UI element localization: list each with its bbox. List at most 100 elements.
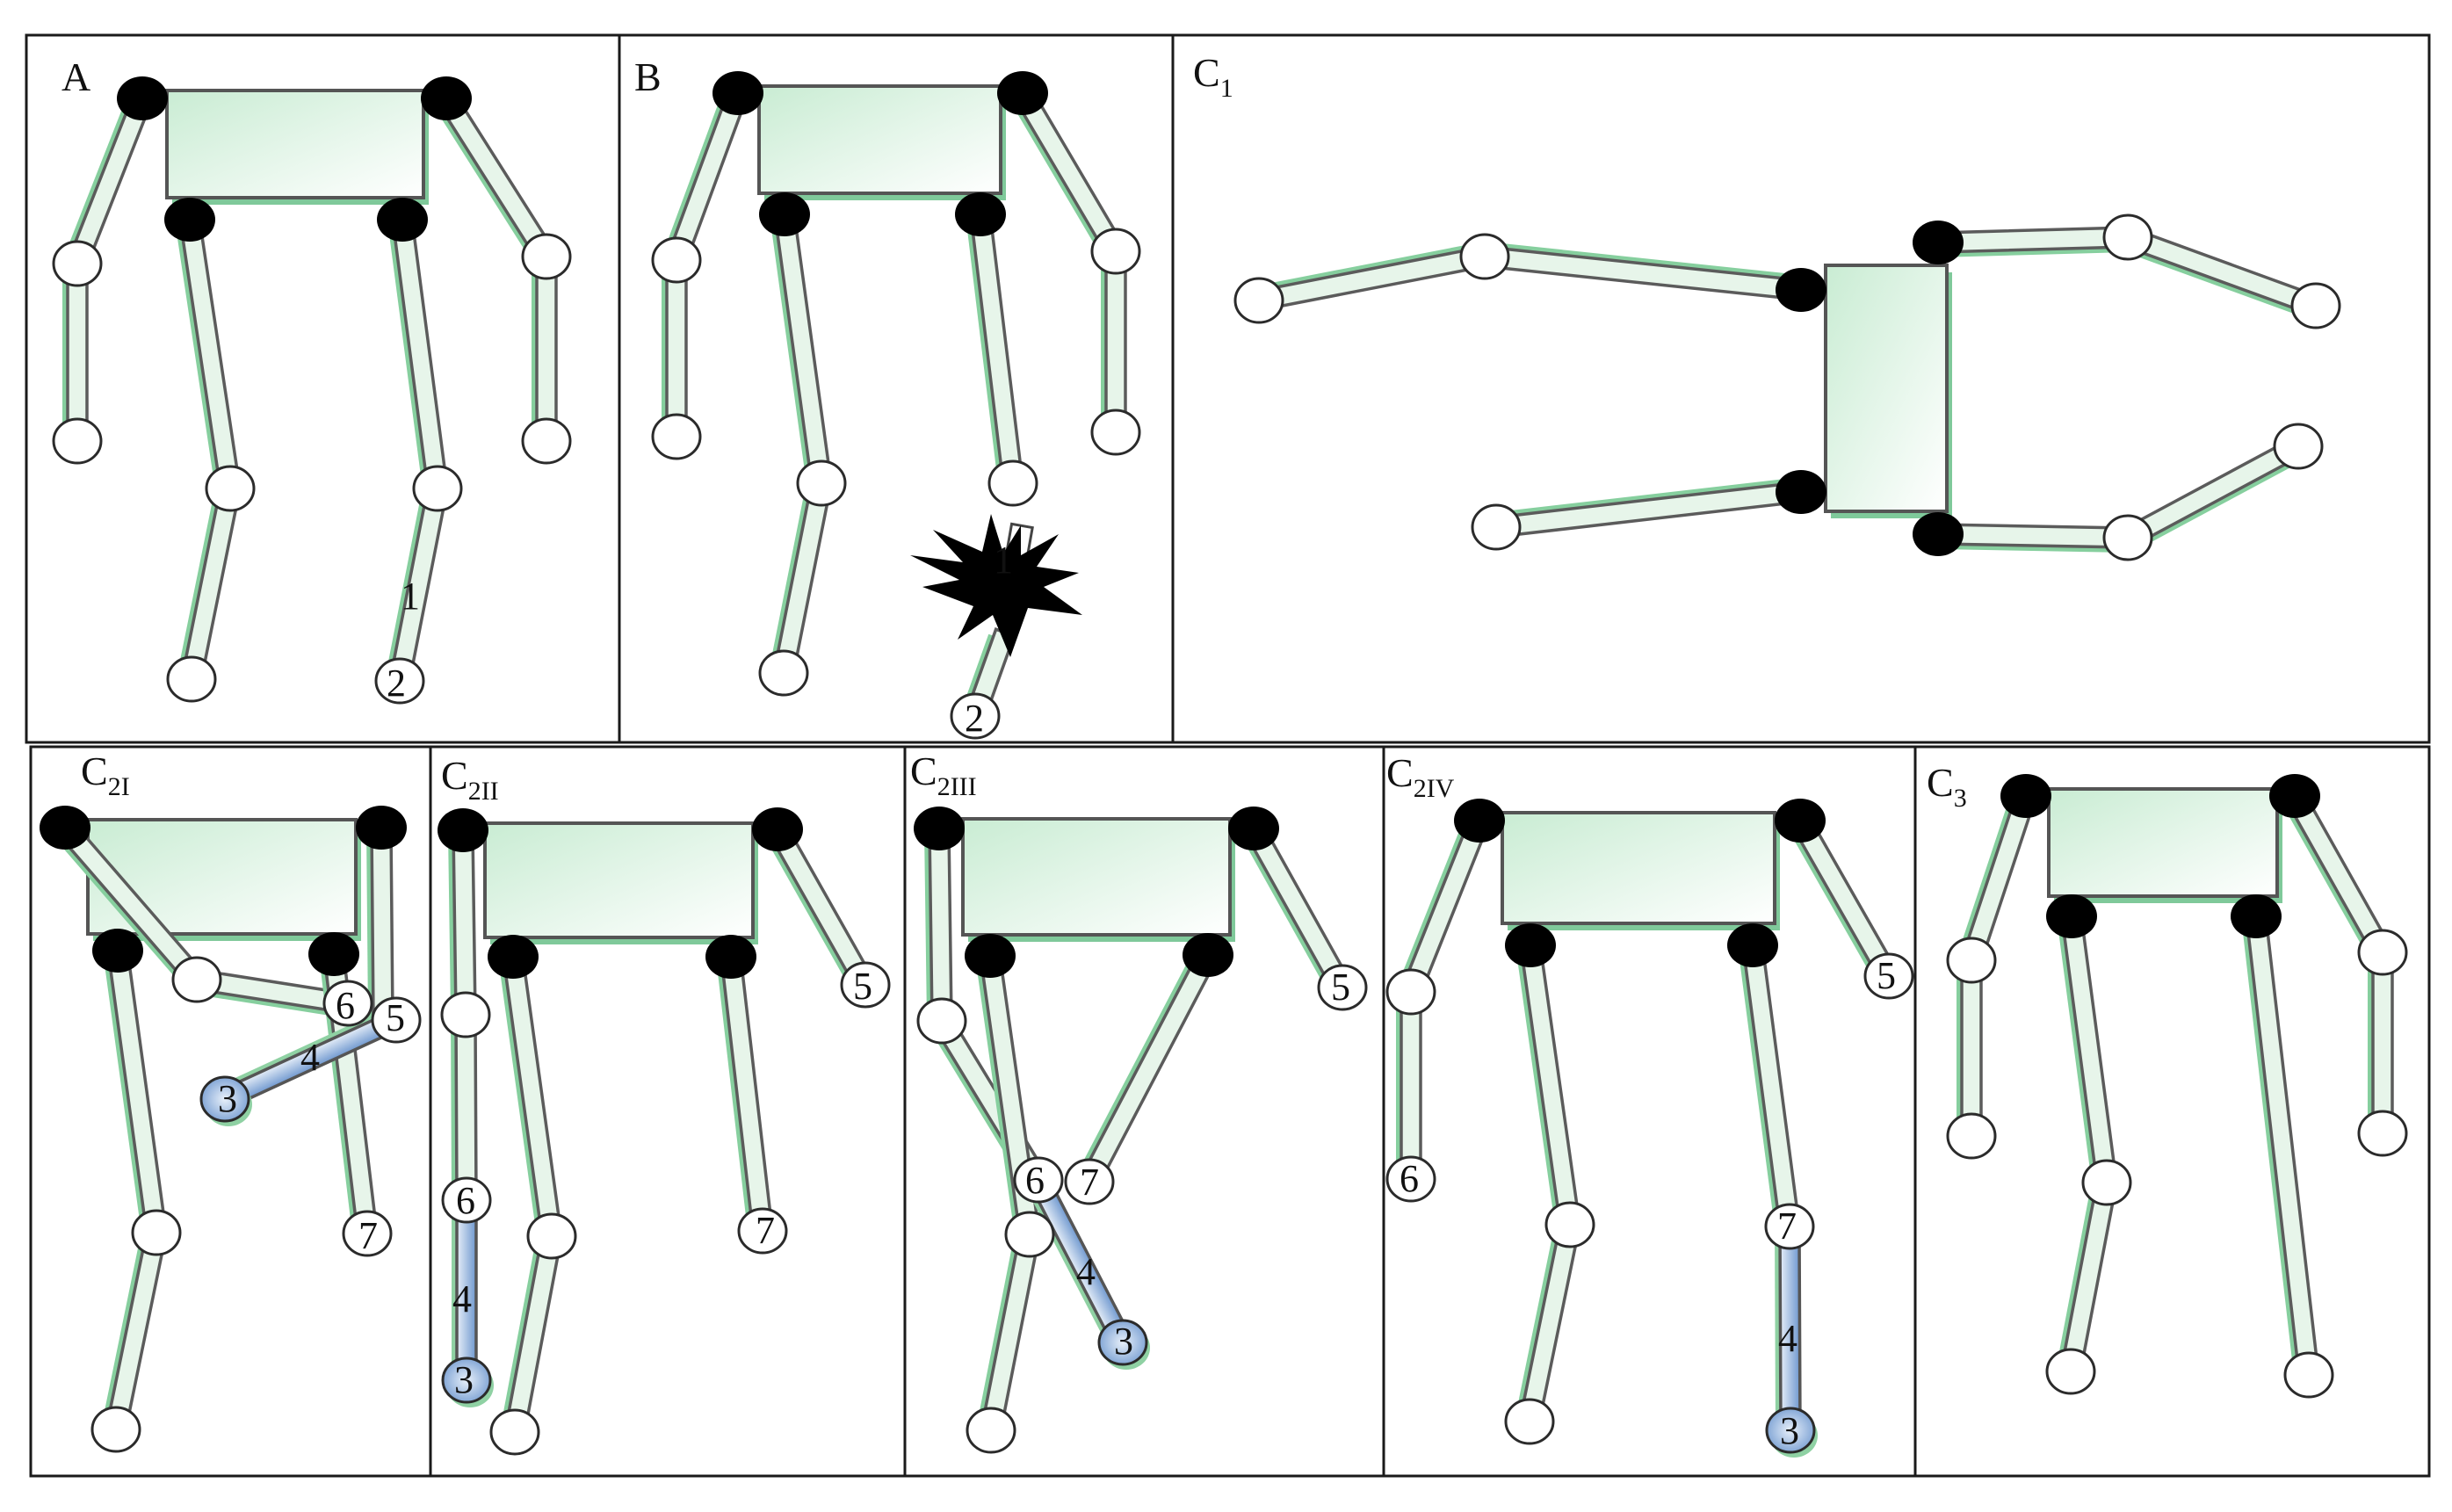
c2ii-right-shoulder [752,807,803,851]
c2ii-right-thigh [717,953,774,1240]
c2ii-left-elbow [440,991,491,1038]
c2iv-left-thigh [1516,942,1581,1234]
c3-right-elbow [2357,929,2408,976]
c3-right-shoulder [2269,774,2320,818]
c3-right-hip [2231,894,2282,938]
c2i-joint-5-label: 5 [386,996,405,1039]
c1-joint-black-3 [1913,221,1964,264]
c2i-right-shoulder [356,806,407,850]
a-left-shoulder [117,76,168,120]
c1-hand-1 [1233,277,1284,324]
c2ii-right-hip [705,935,756,979]
c2ii-joint-6 [441,1176,492,1224]
a-left-forearm-shaft [66,262,89,443]
c3-right-leg-shaft [2245,913,2320,1378]
c3-left-forearm-shaft [1960,959,1983,1138]
panel-label-b: B [634,54,662,99]
c2i-joint-7 [342,1210,393,1257]
c2iv-left-knee [1544,1201,1595,1248]
c2iii-joint-3 [1097,1319,1148,1366]
a-right-hand [521,417,572,465]
c2iv-joint-7 [1764,1203,1815,1250]
c2ii-left-shoulder [438,808,488,852]
c2i-elbow [171,956,222,1003]
a-right-elbow [521,233,572,280]
c2iii-joint-7-label: 7 [1080,1161,1099,1204]
c2iv-left-foot [1504,1398,1555,1445]
panel-label-c2iii: C2III [910,749,977,801]
panel-c3-frame [1913,745,2431,1478]
b-torso [757,84,1006,200]
c2i-joint-3-label: 3 [218,1077,237,1120]
c1-foot-1 [2290,282,2341,329]
c2ii-joint-5 [840,961,891,1009]
c2iii-torso [961,817,1235,942]
b-left-foot [758,649,809,697]
c2iv-joint-5-label: 5 [1877,954,1896,997]
c2iii-joint-6-label: 6 [1025,1159,1045,1202]
c2iv-left-shoulder [1454,799,1505,843]
c2iii-left-upper-arm-shaft [928,827,953,1023]
c1-torso [1824,264,1952,518]
c2iii-left-upper-arm [924,827,953,1029]
panel-label-c3: C3 [1927,760,1967,813]
c2ii-left-shin [498,1232,563,1440]
c2ii-torso [483,821,758,944]
c1-foot-2 [2273,423,2324,470]
a-left-hand [52,417,103,465]
c2ii-joint-6-label: 6 [456,1179,475,1222]
panel-label-c2i: C2I [81,749,130,801]
c2iii-torso-body [961,817,1232,937]
b-left-forearm-shaft [665,258,688,438]
c2iv-left-forearm-shaft [1400,990,1422,1181]
c2iii-left-knee [1004,1211,1055,1258]
c2i-joint-7-label: 7 [358,1214,378,1257]
c2iv-left-shin [1513,1220,1581,1429]
a-torso-body [165,89,425,199]
c2iii-joint-5-label: 5 [1331,966,1350,1009]
c2iv-torso-body [1501,811,1776,925]
c3-left-shoulder [2000,774,2051,818]
c2ii-joint-5-label: 5 [853,965,872,1008]
c2ii-joint-7 [737,1207,788,1255]
c3-right-hand [2357,1110,2408,1157]
c2i-left-shoulder [40,806,90,850]
c3-left-hand [1946,1112,1997,1160]
c2i-bone-4-label: 4 [300,1036,320,1079]
panel-label-c2ii: C2II [441,753,499,806]
c3-torso-body [2047,787,2279,898]
panel-c1-frame [1171,33,2431,744]
panel-frames [25,33,2431,1478]
c2i-joint-3 [199,1075,250,1123]
c2iii-bone-4-label: 4 [1076,1250,1096,1293]
c2i-left-hip [92,929,143,973]
b-right-elbow [1090,228,1141,275]
a-left-elbow [52,240,103,287]
c2ii-right-thigh-shaft [720,953,774,1234]
c2iv-right-hip [1727,923,1778,967]
c2iii-right-hip [1183,933,1233,977]
a-bone-1-label: 1 [401,575,420,618]
c1-joint-black-4 [1913,512,1964,556]
c1-thigh-1-shaft [1935,226,2130,254]
b-left-hip [759,192,810,236]
c2i-left-thigh [104,947,168,1242]
explosion-icon [910,514,1082,657]
c1-forearm-1-shaft [1255,245,1489,312]
skeletons [40,71,2408,1458]
panel-label-c2iv: C2IV [1386,750,1455,803]
c2iii-joint-6 [1013,1156,1064,1204]
b-right-hip [955,192,1006,236]
b-right-thigh [966,211,1024,492]
c3-right-forearm-shaft [2371,951,2394,1135]
c2iv-left-upper-arm-shaft [1400,814,1491,998]
c2iv-left-forearm [1396,990,1422,1186]
c2iii-left-foot [966,1407,1016,1454]
panel-b-break-marker [910,514,1082,657]
c2ii-bone-4-label: 4 [452,1277,472,1320]
c2iv-joint-3-label: 3 [1780,1409,1799,1452]
c3-right-forearm [2368,951,2394,1140]
c3-left-elbow [1946,937,1997,984]
panel-label-a: A [61,54,90,99]
